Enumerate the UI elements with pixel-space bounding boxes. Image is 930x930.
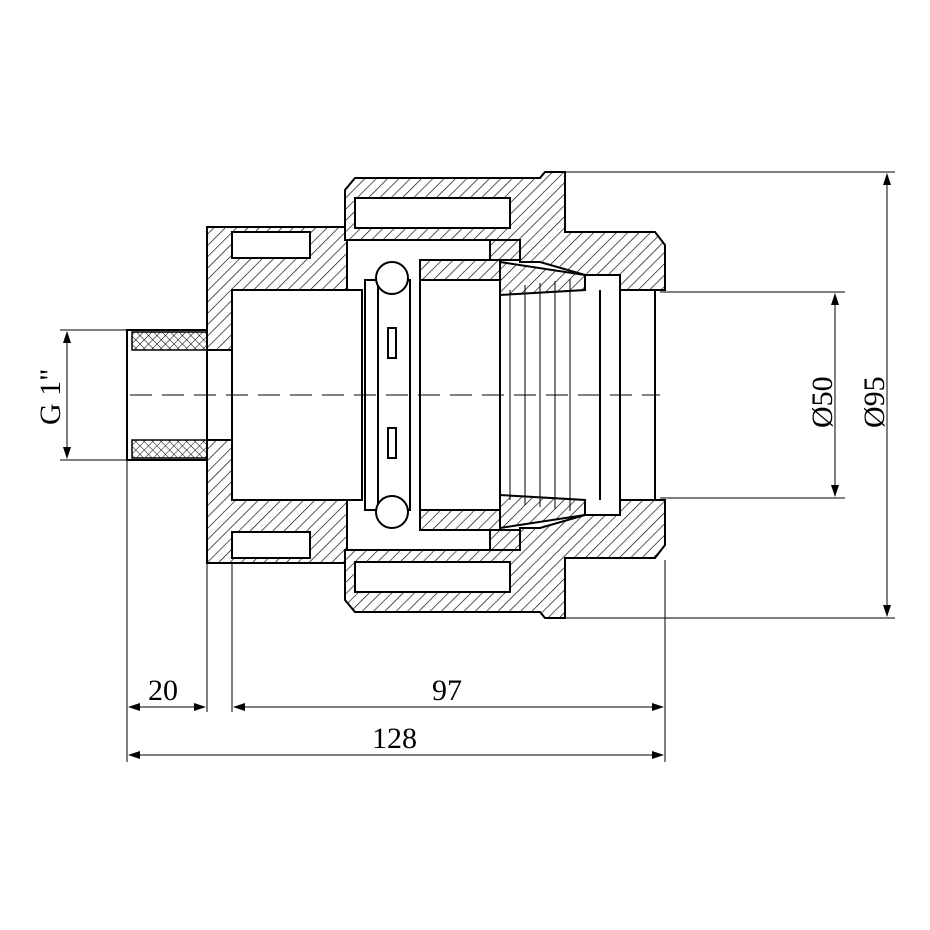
outer-diameter-label: Ø95 xyxy=(858,376,891,428)
total-length-label: 128 xyxy=(372,722,417,755)
clamp-ring xyxy=(419,239,656,551)
thread-size-label: G 1" xyxy=(34,369,67,425)
thread-length-label: 20 xyxy=(148,674,178,707)
dimension-lines xyxy=(63,173,891,759)
union-nut xyxy=(344,171,666,619)
body-length-label: 97 xyxy=(432,674,462,707)
extension-lines xyxy=(60,171,895,762)
inner-diameter-label: Ø50 xyxy=(806,376,839,428)
